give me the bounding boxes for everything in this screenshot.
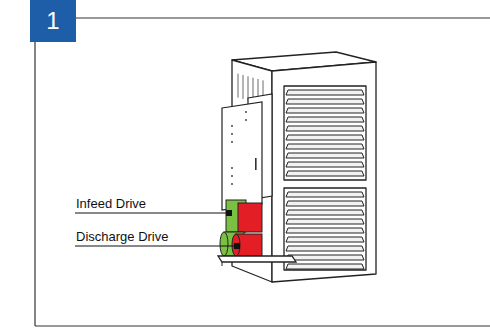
louver-slat	[286, 135, 364, 140]
louver-slat	[286, 117, 364, 122]
louver-slat	[286, 210, 364, 215]
control-panel	[222, 94, 272, 210]
part-label: Discharge Drive	[76, 229, 168, 244]
louver-slat	[286, 255, 364, 260]
panel-line	[238, 74, 239, 98]
louver-slat	[286, 219, 364, 224]
drive-motors	[218, 200, 296, 266]
frame	[35, 18, 490, 326]
louver-slat	[286, 228, 364, 233]
louver-slat	[286, 192, 364, 197]
louver-slat	[286, 162, 364, 167]
louver-slat	[286, 99, 364, 104]
louver-slat	[286, 144, 364, 149]
louver-slat	[286, 153, 364, 158]
louver-slat	[286, 237, 364, 242]
leader-lines	[75, 213, 236, 246]
step-number-box: 1	[30, 0, 76, 42]
louver-slat	[286, 201, 364, 206]
louver-slat	[286, 246, 364, 251]
panel-line	[243, 75, 244, 99]
louver-slat	[286, 171, 364, 176]
part-label: Infeed Drive	[76, 196, 146, 211]
louver-slat	[286, 90, 364, 95]
leader-ends	[226, 210, 240, 249]
louver-slat	[286, 126, 364, 131]
louver-slats	[286, 90, 364, 269]
step-number: 1	[46, 9, 59, 33]
louver-slat	[286, 108, 364, 113]
panel-line	[248, 76, 249, 100]
louver-slat	[286, 264, 364, 269]
